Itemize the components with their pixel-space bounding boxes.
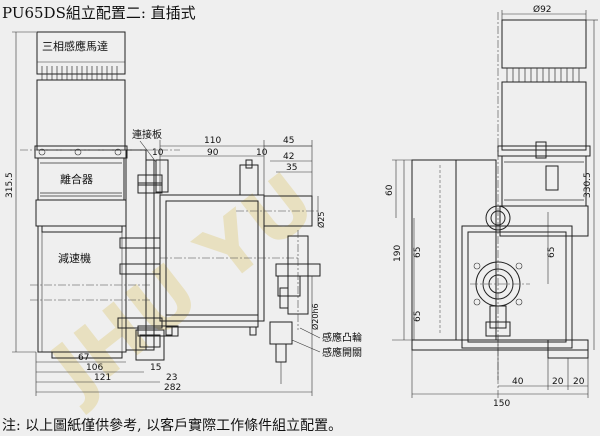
- dim-40: 40: [512, 377, 524, 387]
- front-dimensions: 315.5 110 45 10 90 10 42 35 Ø25 Ø20h6 67…: [5, 31, 326, 396]
- dim-20h6: Ø20h6: [310, 303, 320, 330]
- cam-label: 感應凸輪: [322, 331, 362, 344]
- clutch-fins: [40, 162, 122, 197]
- dim-121: 121: [94, 373, 111, 383]
- drawing-title: PU65DS組立配置二: 直插式: [2, 4, 196, 22]
- plate-label: 連接板: [132, 128, 162, 141]
- dim-45: 45: [283, 136, 294, 146]
- dim-25-bore: Ø25: [316, 212, 326, 228]
- dim-42: 42: [283, 152, 294, 162]
- side-clutch: [501, 155, 587, 207]
- dim-65a: 65: [413, 247, 423, 258]
- cam-sensor: [269, 321, 293, 345]
- motor-fins: [41, 66, 118, 80]
- dim-20b: 20: [573, 377, 585, 387]
- dim-65b: 65: [413, 311, 423, 322]
- side-motor-body: [501, 81, 587, 151]
- front-view: 三相感應馬達 離合器 減速機: [20, 31, 321, 384]
- dim-65c: 65: [547, 247, 557, 258]
- side-dimensions: Ø92 330.5 60 65 190 65 65 40 20 20 150: [385, 4, 598, 409]
- motor-fan-cover: [36, 31, 126, 75]
- motor-label: 三相感應馬達: [42, 39, 108, 53]
- side-view: [411, 12, 591, 400]
- side-reducer: [461, 225, 573, 349]
- dim-15: 15: [150, 363, 161, 373]
- sensor-switch-label: 感應開關: [322, 346, 362, 359]
- footer-note: 注: 以上圖紙僅供參考, 以客戶實際工作條件組立配置。: [2, 418, 343, 434]
- clutch-label: 離合器: [60, 172, 93, 186]
- dim-20a: 20: [552, 377, 564, 387]
- motor-body: [36, 79, 126, 151]
- dim-106: 106: [86, 363, 103, 373]
- side-motor-fins: [506, 68, 580, 82]
- dim-110: 110: [204, 136, 221, 146]
- dim-190: 190: [393, 245, 403, 262]
- dim-92: Ø92: [533, 4, 552, 15]
- reducer-label: 減速機: [58, 251, 91, 265]
- dim-60: 60: [385, 184, 395, 196]
- dim-150: 150: [493, 399, 510, 409]
- dim-10a: 10: [152, 148, 164, 158]
- dim-90: 90: [207, 148, 219, 158]
- dim-67: 67: [78, 353, 89, 363]
- dim-282: 282: [164, 383, 181, 393]
- dim-35: 35: [286, 163, 297, 173]
- dim-330-5: 330.5: [583, 172, 593, 198]
- clutch-lower: [35, 199, 127, 227]
- dim-315-5: 315.5: [5, 172, 15, 198]
- dim-23: 23: [166, 373, 177, 383]
- dim-10b: 10: [256, 148, 268, 158]
- side-motor-top: [501, 19, 587, 69]
- upper-bearing: [485, 205, 511, 231]
